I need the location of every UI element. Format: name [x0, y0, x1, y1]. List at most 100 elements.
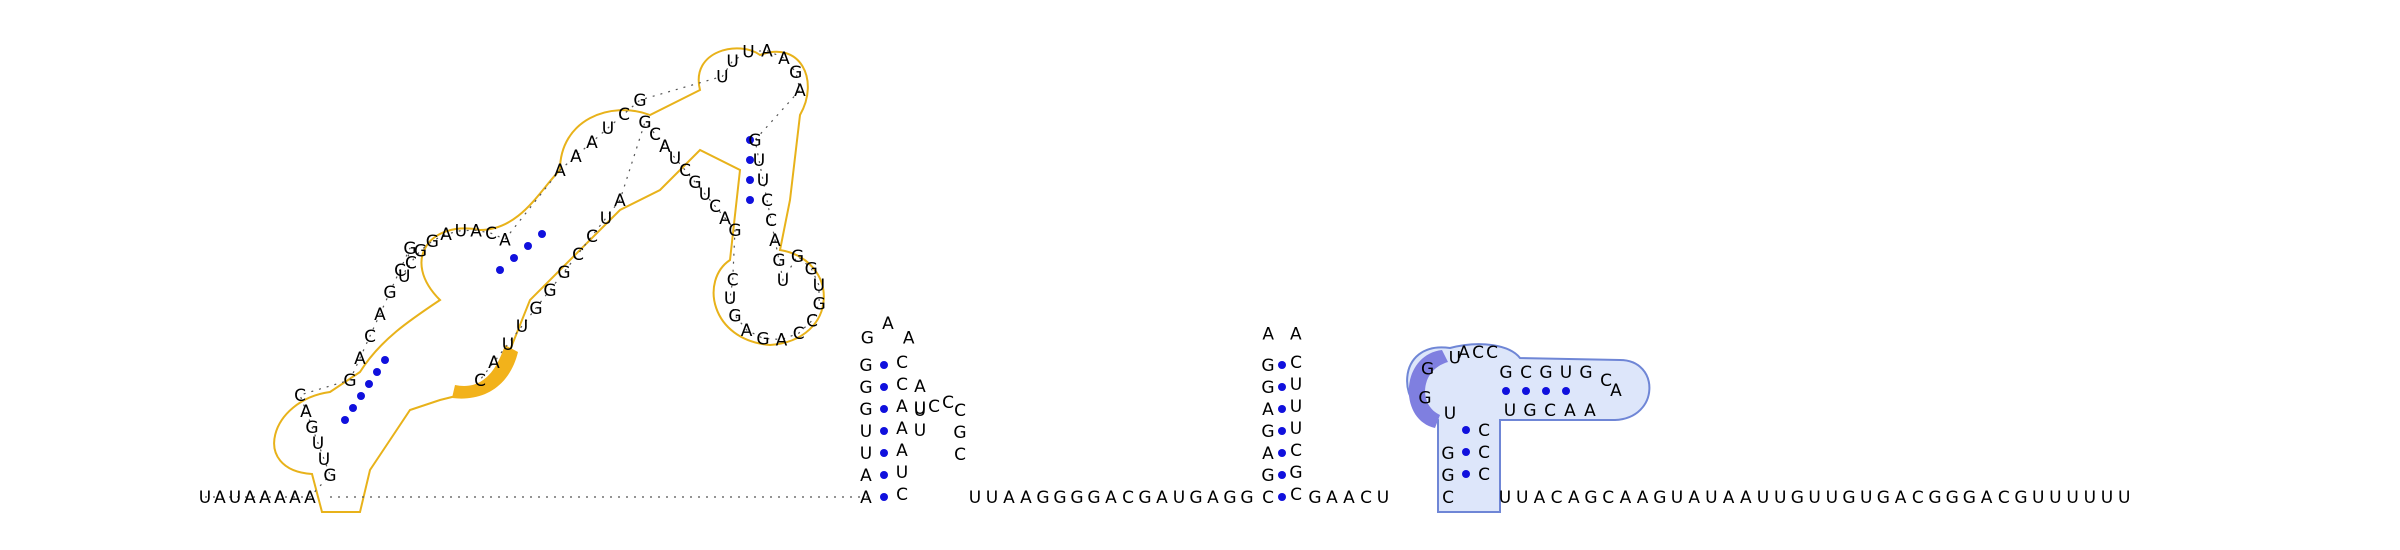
nucleotide: C [649, 125, 661, 145]
nucleotide: C [1478, 443, 1490, 463]
nucleotide: U [1826, 488, 1838, 508]
nucleotide: A [778, 49, 790, 69]
nucleotide: U [1504, 401, 1516, 421]
nucleotide: U [724, 289, 736, 309]
nucleotide: G [1421, 359, 1434, 379]
nucleotide: A [1723, 488, 1735, 508]
nucleotide: C [1360, 488, 1372, 508]
nucleotide: G [323, 466, 336, 486]
nucleotide: A [374, 305, 386, 325]
nucleotide: U [2084, 488, 2096, 508]
nucleotide: U [229, 488, 241, 508]
nucleotide: U [753, 151, 765, 171]
nucleotide: C [394, 261, 406, 281]
nucleotide: U [1671, 488, 1683, 508]
nucleotide: A [1610, 381, 1622, 401]
nucleotide: G [861, 328, 874, 348]
nucleotide: U [1860, 488, 1872, 508]
domain2-shape [1406, 343, 1651, 513]
nucleotide: A [794, 81, 806, 101]
nucleotide: U [318, 450, 330, 470]
nucleotide: C [709, 197, 721, 217]
nucleotide: C [1472, 343, 1484, 363]
nucleotide: U [1808, 488, 1820, 508]
nucleotide: G [1261, 422, 1274, 442]
nucleotide: C [586, 227, 598, 247]
nucleotide: G [813, 295, 826, 315]
nucleotide: U [914, 399, 926, 419]
nucleotide: G [1441, 444, 1454, 464]
nucleotide: C [954, 445, 966, 465]
nucleotide: U [813, 276, 825, 296]
nucleotide: U [1173, 488, 1185, 508]
nucleotide: C [1600, 371, 1612, 391]
nucleotide: C [1544, 401, 1556, 421]
nucleotide: C [294, 386, 306, 406]
nucleotide: U [2118, 488, 2130, 508]
nucleotide: G [305, 418, 318, 438]
nucleotide: G [633, 91, 646, 111]
nucleotide: G [1946, 488, 1959, 508]
nucleotide: U [455, 222, 467, 242]
domain2-highlight [1408, 350, 1448, 428]
nucleotide: C [1520, 363, 1532, 383]
nucleotide: A [882, 314, 894, 334]
base-pair-dot [880, 427, 888, 435]
nucleotide: A [860, 488, 872, 508]
nucleotide: U [1290, 375, 1302, 395]
nucleotide: U [969, 488, 981, 508]
nucleotide: G [791, 247, 804, 267]
nucleotide: U [600, 209, 612, 229]
nucleotide: G [1240, 488, 1253, 508]
nucleotide: C [727, 271, 739, 291]
nucleotide: C [1486, 343, 1498, 363]
nucleotide: A [289, 488, 301, 508]
nucleotide: U [896, 463, 908, 483]
nucleotide: G [557, 263, 570, 283]
nucleotide: C [954, 401, 966, 421]
nucleotide: G [688, 173, 701, 193]
nucleotide: G [1523, 401, 1536, 421]
base-pair-dot [341, 416, 349, 424]
base-pair-dot [746, 156, 754, 164]
base-pair-dot [1462, 426, 1470, 434]
nucleotide: A [903, 328, 915, 348]
base-pair-layer [341, 136, 1570, 501]
nucleotide: A [1620, 488, 1632, 508]
nucleotide: G [748, 131, 761, 151]
nucleotide: A [914, 377, 926, 397]
nucleotide: G [953, 423, 966, 443]
nucleotide: U [777, 271, 789, 291]
nucleotide: G [1053, 488, 1066, 508]
nucleotide: U [986, 488, 998, 508]
nucleotide: A [304, 488, 316, 508]
base-pair-dot [357, 392, 365, 400]
nucleotide: C [765, 211, 777, 231]
backbone-layer [205, 50, 870, 498]
nucleotide: U [914, 401, 926, 421]
base-pair-dot [1278, 383, 1286, 391]
nucleotide: U [914, 421, 926, 441]
nucleotide: C [1478, 421, 1490, 441]
nucleotide: G [756, 329, 769, 349]
nucleotide: A [896, 397, 908, 417]
nucleotide: G [1963, 488, 1976, 508]
base-pair-dot [524, 242, 532, 250]
nucleotide: A [1740, 488, 1752, 508]
nucleotide: G [728, 307, 741, 327]
nucleotide: U [199, 488, 211, 508]
nucleotide: A [860, 466, 872, 486]
nucleotide: U [742, 43, 754, 63]
nucleotide: U [602, 119, 614, 139]
nucleotide: A [1568, 488, 1580, 508]
base-pair-dot [1542, 387, 1550, 395]
nucleotide: G [1189, 488, 1202, 508]
nucleotide: U [726, 52, 738, 72]
nucleotide: G [1584, 488, 1597, 508]
nucleotide: A [896, 419, 908, 439]
domain1-highlight [452, 345, 518, 399]
nucleotide: G [1223, 488, 1236, 508]
nucleotide: G [1261, 466, 1274, 486]
nucleotide: C [1998, 488, 2010, 508]
